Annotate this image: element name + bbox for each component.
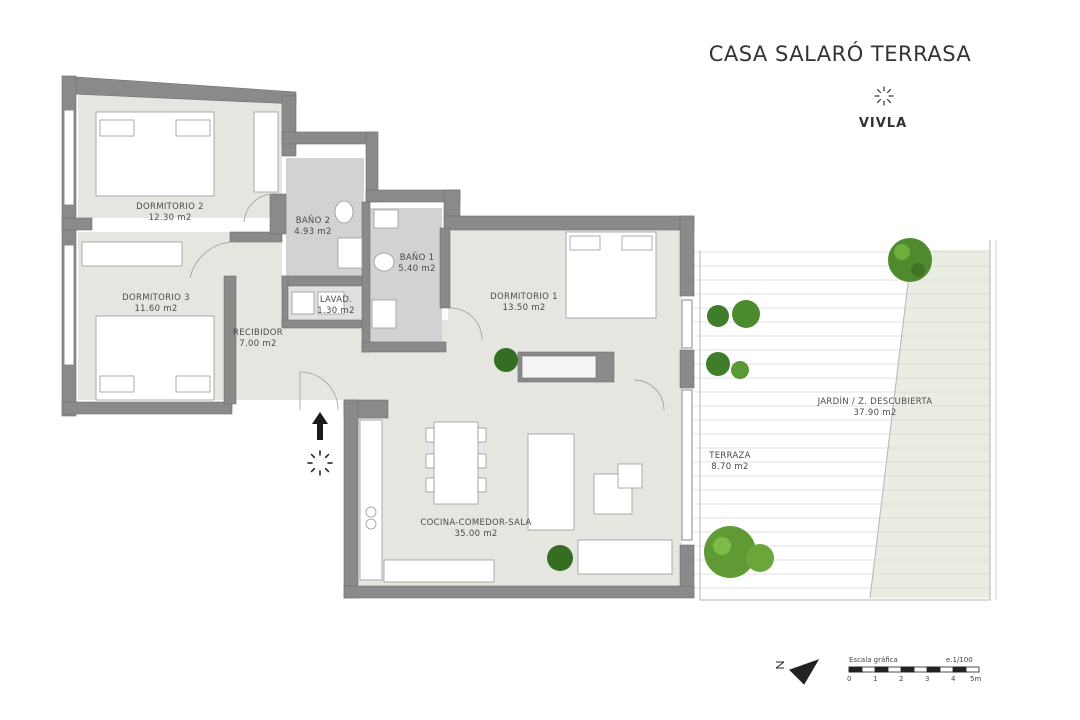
room-name: DORMITORIO 1 (490, 292, 558, 302)
room-name: TERRAZA (709, 451, 751, 461)
room-area: 8.70 m2 (711, 462, 749, 472)
room-name: BAÑO 1 (399, 253, 435, 263)
room-name: RECIBIDOR (233, 328, 283, 338)
label-dormitorio-1: DORMITORIO 1 13.50 m2 (474, 292, 574, 314)
label-terraza: TERRAZA 8.70 m2 (700, 451, 760, 473)
bath-fixtures (291, 200, 399, 329)
label-lavadero: LAVAD. 1.30 m2 (311, 295, 361, 317)
room-area: 7.00 m2 (239, 339, 277, 349)
scale-tick: 2 (899, 675, 904, 683)
room-area: 5.40 m2 (398, 264, 436, 274)
scale-tick: 1 (873, 675, 878, 683)
room-area: 37.90 m2 (853, 408, 897, 418)
room-area: 1.30 m2 (317, 306, 355, 316)
brand-logo-text: VIVLA (858, 116, 908, 131)
label-bano-2: BAÑO 2 4.93 m2 (288, 216, 338, 238)
label-dormitorio-2: DORMITORIO 2 12.30 m2 (120, 202, 220, 224)
room-name: DORMITORIO 2 (136, 202, 204, 212)
beds (81, 111, 657, 401)
scale-bar (848, 666, 980, 673)
scale-title: Escala gráfica (849, 656, 898, 664)
entrance-sun-icon (307, 450, 333, 476)
room-name: DORMITORIO 3 (122, 293, 190, 303)
scale-ratio: e.1/100 (946, 656, 973, 664)
north-arrow-icon (775, 659, 820, 685)
label-jardin: JARDÍN / Z. DESCUBIERTA 37.90 m2 (800, 397, 950, 419)
room-name: COCINA-COMEDOR-SALA (420, 518, 532, 528)
scale-tick: 4 (951, 675, 956, 683)
scale-tick: 0 (847, 675, 852, 683)
walls (61, 75, 695, 599)
room-name: JARDÍN / Z. DESCUBIERTA (817, 397, 933, 407)
plan-title: CASA SALARÓ TERRASA (708, 42, 972, 66)
entrance-arrow-icon (312, 412, 328, 440)
label-bano-1: BAÑO 1 5.40 m2 (392, 253, 442, 275)
scale-tick: 3 (925, 675, 930, 683)
windows (63, 109, 693, 541)
label-recibidor: RECIBIDOR 7.00 m2 (226, 328, 290, 350)
room-area: 35.00 m2 (454, 529, 498, 539)
label-dormitorio-3: DORMITORIO 3 11.60 m2 (106, 293, 206, 315)
room-area: 11.60 m2 (134, 304, 178, 314)
room-area: 4.93 m2 (294, 227, 332, 237)
room-area: 12.30 m2 (148, 213, 192, 223)
room-name: BAÑO 2 (295, 216, 331, 226)
room-name: LAVAD. (319, 295, 353, 305)
label-cocina-comedor-sala: COCINA-COMEDOR-SALA 35.00 m2 (406, 518, 546, 540)
scale-tick: 5m (970, 675, 982, 683)
logo-sun-icon (874, 86, 894, 106)
doors (189, 193, 665, 411)
room-area: 13.50 m2 (502, 303, 546, 313)
plants (494, 238, 932, 578)
kitchen-furniture (359, 419, 673, 583)
